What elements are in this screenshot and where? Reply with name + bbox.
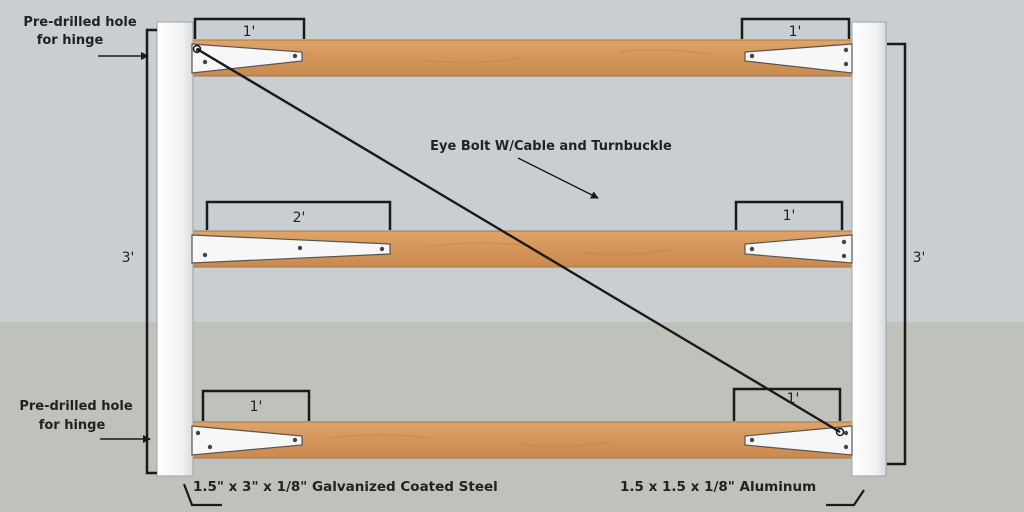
- cable-label: Eye Bolt W/Cable and Turnbuckle: [430, 139, 672, 154]
- strap-top-right: [744, 43, 853, 74]
- strap-bottom-left: [191, 425, 303, 456]
- strap-middle-right: [744, 234, 853, 264]
- bracket-middle-right: 1': [734, 200, 844, 230]
- bracket-middle-left: 2': [205, 200, 392, 230]
- bracket-top-right-label: 1': [789, 24, 802, 40]
- hinge-hole-top-callout: Pre-drilled hole for hinge: [23, 15, 149, 60]
- bracket-bottom-right: 1': [732, 387, 842, 421]
- bracket-bottom-left-label: 1': [250, 399, 263, 415]
- eye-bolt-top: [192, 44, 202, 54]
- strap-top-left: [191, 43, 303, 74]
- steel-spec-label: 1.5" x 3" x 1/8" Galvanized Coated Steel: [193, 479, 498, 495]
- hinge-hole-bottom-line1: Pre-drilled hole: [19, 399, 133, 414]
- hinge-hole-bottom-line2: for hinge: [39, 418, 106, 433]
- post-left: [156, 21, 194, 477]
- aluminum-callout: 1.5 x 1.5 x 1/8" Aluminum: [620, 479, 865, 507]
- height-dimension-left: 3': [122, 28, 157, 475]
- bracket-middle-right-label: 1': [783, 208, 796, 224]
- hinge-hole-top-line2: for hinge: [37, 33, 104, 48]
- bracket-middle-left-label: 2': [293, 210, 306, 226]
- bracket-top-right: 1': [740, 17, 851, 40]
- bracket-bottom-right-label: 1': [787, 391, 800, 407]
- aluminum-spec-label: 1.5 x 1.5 x 1/8" Aluminum: [620, 479, 816, 495]
- height-dimension-right: 3': [887, 42, 926, 466]
- post-right: [851, 21, 887, 477]
- strap-middle-left: [191, 234, 391, 264]
- strap-bottom-right: [744, 425, 853, 456]
- hinge-hole-bottom-callout: Pre-drilled hole for hinge: [19, 399, 151, 443]
- cable-callout: Eye Bolt W/Cable and Turnbuckle: [430, 139, 672, 199]
- hinge-hole-top-line1: Pre-drilled hole: [23, 15, 137, 30]
- height-right-label: 3': [913, 250, 926, 266]
- height-left-label: 3': [122, 250, 135, 266]
- diagonal-cable: [196, 47, 841, 434]
- bracket-bottom-left: 1': [201, 389, 311, 421]
- bracket-top-left: 1': [193, 17, 306, 40]
- bracket-top-left-label: 1': [243, 24, 256, 40]
- eye-bolt-bottom: [835, 427, 845, 437]
- steel-callout: 1.5" x 3" x 1/8" Galvanized Coated Steel: [182, 479, 498, 507]
